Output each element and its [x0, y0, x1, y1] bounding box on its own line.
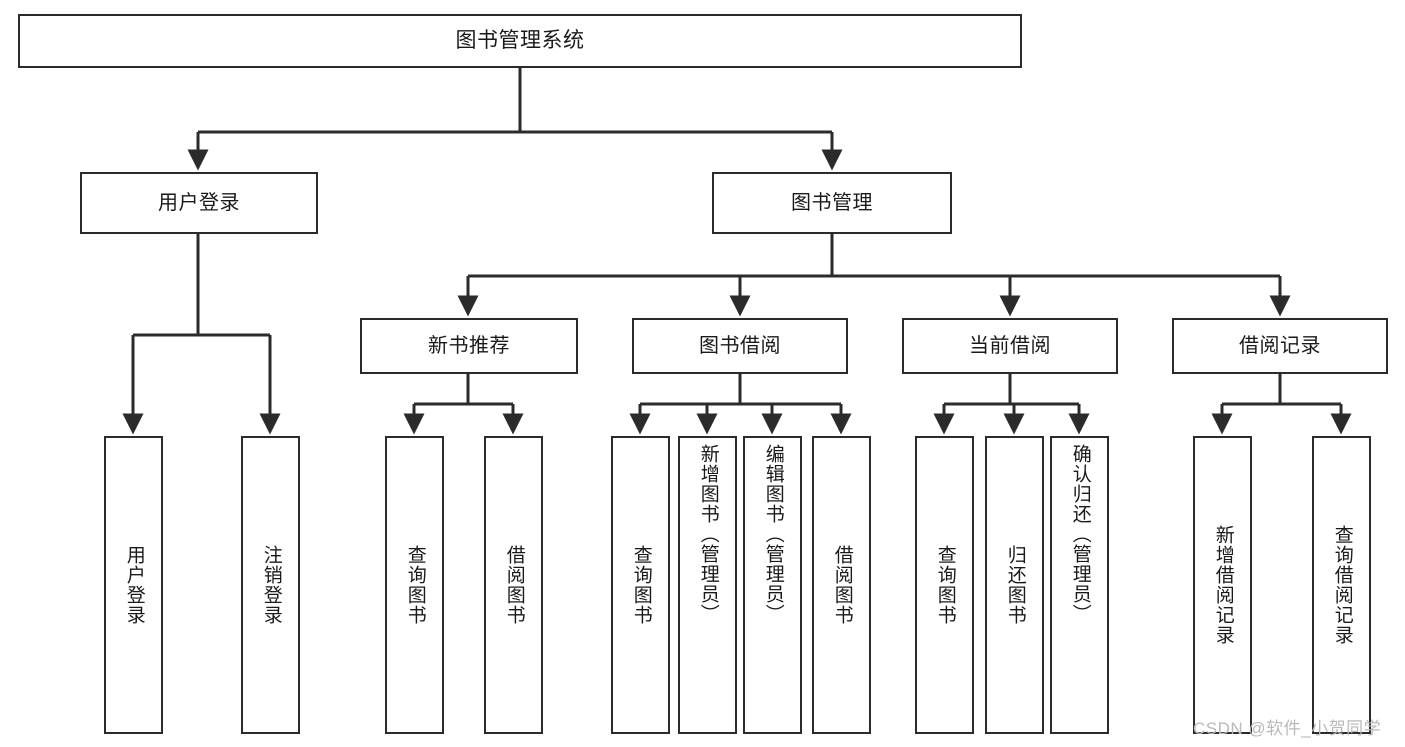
node-leaf-logout-label: 注销登录: [260, 545, 282, 625]
node-book-management-label: 图书管理: [791, 191, 873, 214]
node-book-borrow[interactable]: 图书借阅: [632, 318, 848, 374]
node-leaf-confirm-return-label: 确认归还（管理员）: [1069, 444, 1091, 624]
node-current-borrow[interactable]: 当前借阅: [902, 318, 1118, 374]
node-leaf-confirm-return[interactable]: 确认归还（管理员）: [1050, 436, 1109, 734]
node-leaf-query-book-3[interactable]: 查询图书: [915, 436, 974, 734]
node-leaf-borrow-book-2-label: 借阅图书: [831, 545, 853, 625]
csdn-watermark: CSDN @软件_小贺同学: [1193, 719, 1382, 738]
node-borrow-record-label: 借阅记录: [1239, 334, 1321, 357]
node-leaf-logout[interactable]: 注销登录: [241, 436, 300, 734]
node-leaf-edit-book[interactable]: 编辑图书（管理员）: [743, 436, 802, 734]
node-borrow-record[interactable]: 借阅记录: [1172, 318, 1388, 374]
node-new-book-recommend-label: 新书推荐: [428, 334, 510, 357]
node-leaf-borrow-book-1[interactable]: 借阅图书: [484, 436, 543, 734]
node-leaf-query-book-1-label: 查询图书: [404, 545, 426, 625]
node-leaf-user-login-label: 用户登录: [123, 545, 145, 625]
node-leaf-add-borrow-record-label: 新增借阅记录: [1212, 525, 1234, 645]
node-leaf-return-book-label: 归还图书: [1004, 545, 1026, 625]
node-root-system-label: 图书管理系统: [455, 28, 585, 52]
node-leaf-add-book[interactable]: 新增图书（管理员）: [678, 436, 737, 734]
node-leaf-query-book-1[interactable]: 查询图书: [385, 436, 444, 734]
node-user-login-label: 用户登录: [158, 191, 240, 214]
node-book-management[interactable]: 图书管理: [712, 172, 952, 234]
node-leaf-edit-book-label: 编辑图书（管理员）: [762, 444, 784, 624]
node-root-system[interactable]: 图书管理系统: [18, 14, 1022, 68]
node-leaf-query-book-2[interactable]: 查询图书: [611, 436, 670, 734]
node-leaf-add-book-label: 新增图书（管理员）: [697, 444, 719, 624]
node-book-borrow-label: 图书借阅: [699, 334, 781, 357]
node-user-login[interactable]: 用户登录: [80, 172, 318, 234]
node-leaf-add-borrow-record[interactable]: 新增借阅记录: [1193, 436, 1252, 734]
node-current-borrow-label: 当前借阅: [969, 334, 1051, 357]
node-leaf-return-book[interactable]: 归还图书: [985, 436, 1044, 734]
node-leaf-query-book-2-label: 查询图书: [630, 545, 652, 625]
node-leaf-borrow-book-2[interactable]: 借阅图书: [812, 436, 871, 734]
node-leaf-query-borrow-record-label: 查询借阅记录: [1331, 525, 1353, 645]
node-leaf-user-login[interactable]: 用户登录: [104, 436, 163, 734]
node-leaf-query-borrow-record[interactable]: 查询借阅记录: [1312, 436, 1371, 734]
node-leaf-query-book-3-label: 查询图书: [934, 545, 956, 625]
node-leaf-borrow-book-1-label: 借阅图书: [503, 545, 525, 625]
node-new-book-recommend[interactable]: 新书推荐: [360, 318, 578, 374]
